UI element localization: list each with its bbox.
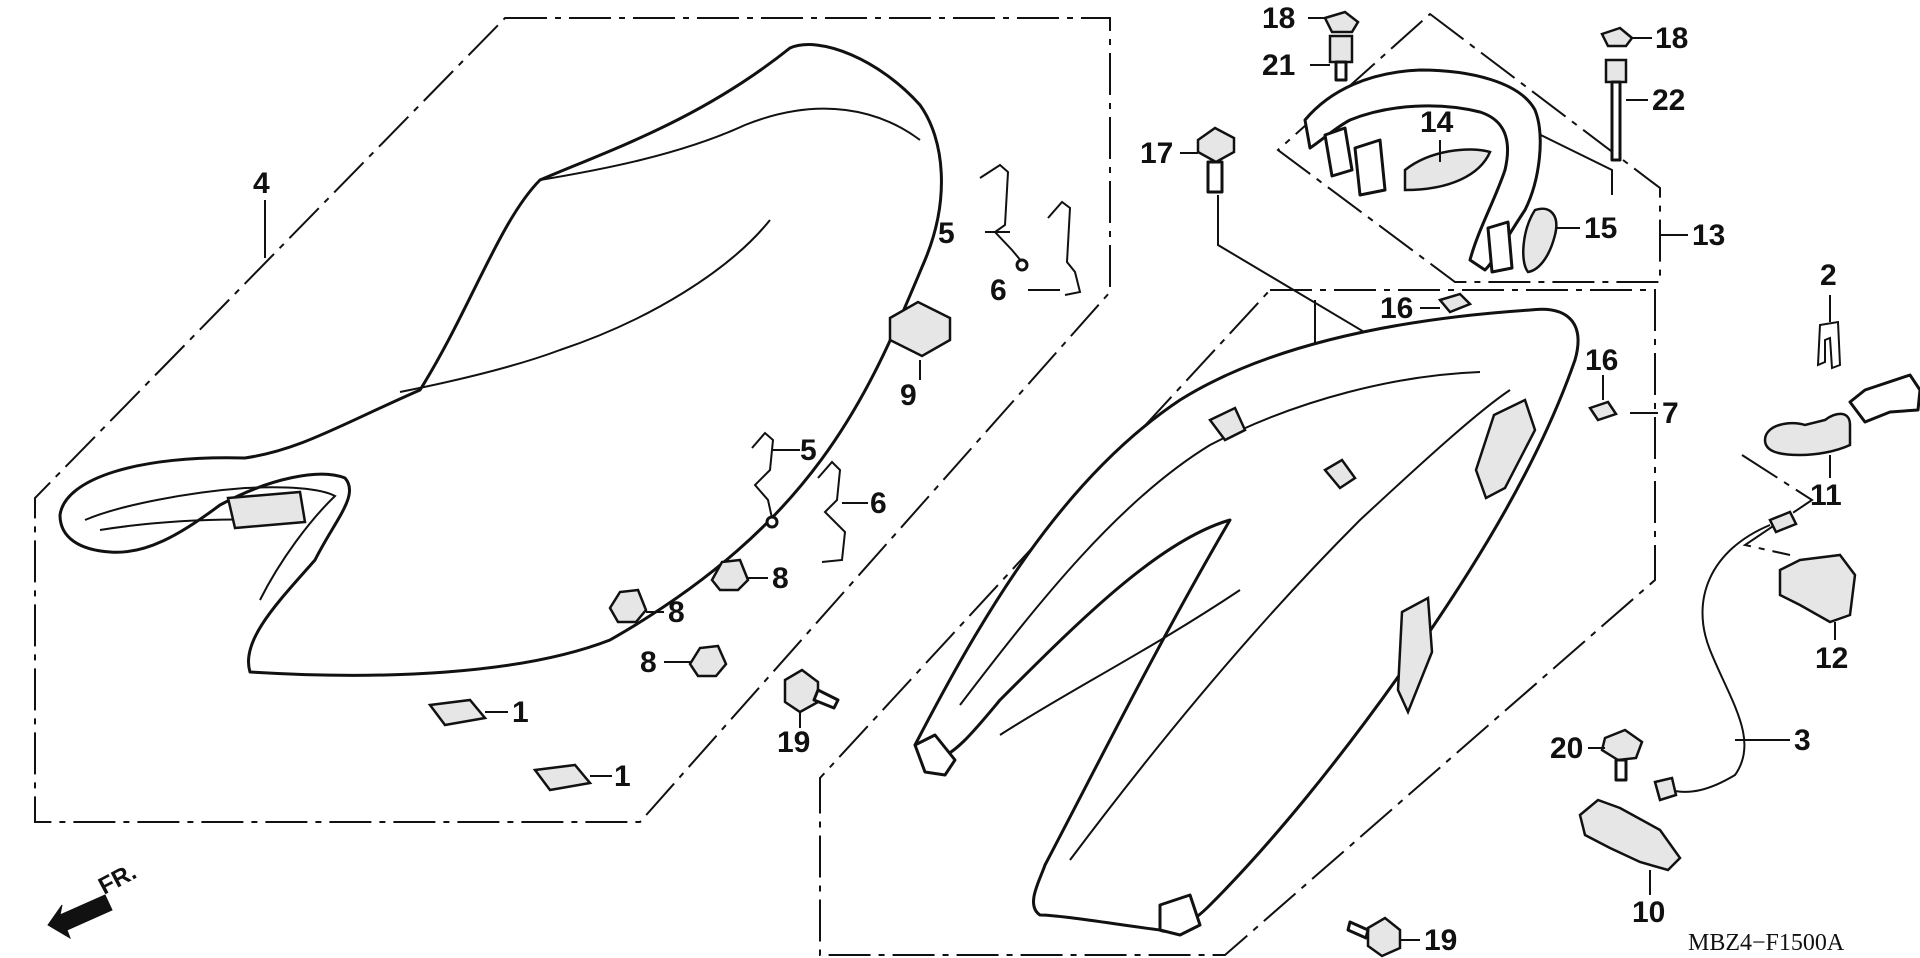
callout-18a: 18 bbox=[1262, 2, 1295, 35]
callout-18b: 18 bbox=[1655, 22, 1688, 55]
seat-hook-5-lower-end bbox=[765, 515, 779, 529]
seat-hook-6-lower bbox=[817, 460, 847, 563]
callout-13: 13 bbox=[1692, 219, 1725, 252]
callout-6b: 6 bbox=[870, 487, 887, 520]
callout-2: 2 bbox=[1820, 259, 1837, 292]
grab-rail-pad-15 bbox=[1522, 207, 1558, 274]
rubber-block-9 bbox=[888, 300, 952, 358]
bolt-22 bbox=[1604, 58, 1628, 162]
cable-3 bbox=[1653, 510, 1798, 802]
callout-10: 10 bbox=[1632, 896, 1665, 929]
callout-14: 14 bbox=[1420, 106, 1454, 139]
lock-group-frame bbox=[1741, 454, 1814, 556]
callout-21: 21 bbox=[1262, 49, 1295, 82]
grab-rail-group-frame bbox=[1276, 12, 1661, 283]
holder-10 bbox=[1578, 798, 1682, 872]
grommet-8-a bbox=[710, 558, 750, 592]
cushion-16-a bbox=[1437, 292, 1473, 314]
seat-hook-6-upper bbox=[1047, 200, 1082, 296]
lock-clip-2 bbox=[1816, 320, 1842, 370]
callout-8b: 8 bbox=[668, 596, 685, 629]
callout-9: 9 bbox=[900, 379, 917, 412]
callout-8c: 8 bbox=[640, 646, 657, 679]
bolt-19-a bbox=[783, 668, 840, 714]
rear-cowl-group-frame bbox=[819, 289, 1656, 956]
callout-19a: 19 bbox=[777, 726, 810, 759]
callout-12: 12 bbox=[1815, 642, 1848, 675]
callout-7: 7 bbox=[1662, 397, 1679, 430]
clip-1-b bbox=[532, 763, 593, 792]
callout-19b: 19 bbox=[1424, 924, 1457, 957]
callout-20: 20 bbox=[1550, 732, 1583, 765]
rear-cowl bbox=[913, 307, 1580, 937]
callout-16a: 16 bbox=[1380, 292, 1413, 325]
callout-8a: 8 bbox=[772, 562, 789, 595]
front-direction-label: FR. bbox=[94, 858, 141, 900]
callout-5b: 5 bbox=[800, 434, 817, 467]
callout-16b: 16 bbox=[1585, 344, 1618, 377]
bolt-20 bbox=[1600, 728, 1644, 782]
callout-5a: 5 bbox=[938, 217, 955, 250]
cap-18-a bbox=[1323, 10, 1360, 34]
callout-22: 22 bbox=[1652, 84, 1685, 117]
seat-hook-5-upper bbox=[979, 163, 1023, 263]
cushion-16-b bbox=[1588, 400, 1618, 422]
callout-1a: 1 bbox=[512, 696, 529, 729]
bracket-12 bbox=[1778, 553, 1857, 624]
bolt-19-b bbox=[1346, 916, 1402, 958]
grommet-8-b bbox=[608, 588, 648, 624]
seat-hook-5-upper-end bbox=[1015, 258, 1029, 272]
diagram-code: MBZ4−F1500A bbox=[1688, 930, 1845, 956]
cap-18-b bbox=[1600, 26, 1634, 48]
clip-1-a bbox=[427, 698, 488, 727]
grab-rail-pad-14 bbox=[1403, 148, 1492, 192]
seat-group-frame bbox=[34, 17, 1111, 823]
grab-rail bbox=[1303, 68, 1542, 274]
bolt-17 bbox=[1196, 126, 1236, 194]
seat bbox=[58, 43, 943, 677]
callout-6a: 6 bbox=[990, 274, 1007, 307]
front-direction-arrow: FR. bbox=[47, 858, 141, 940]
callout-11: 11 bbox=[1810, 479, 1842, 512]
callout-17: 17 bbox=[1140, 137, 1173, 170]
callout-3: 3 bbox=[1794, 724, 1811, 757]
callout-15: 15 bbox=[1584, 212, 1617, 245]
callout-4: 4 bbox=[253, 167, 270, 200]
callout-1b: 1 bbox=[614, 760, 631, 793]
seat-lock-11 bbox=[1763, 373, 1920, 457]
seat-hook-5-lower bbox=[751, 431, 775, 519]
grommet-8-c bbox=[688, 644, 728, 678]
bolt-21 bbox=[1328, 34, 1354, 82]
